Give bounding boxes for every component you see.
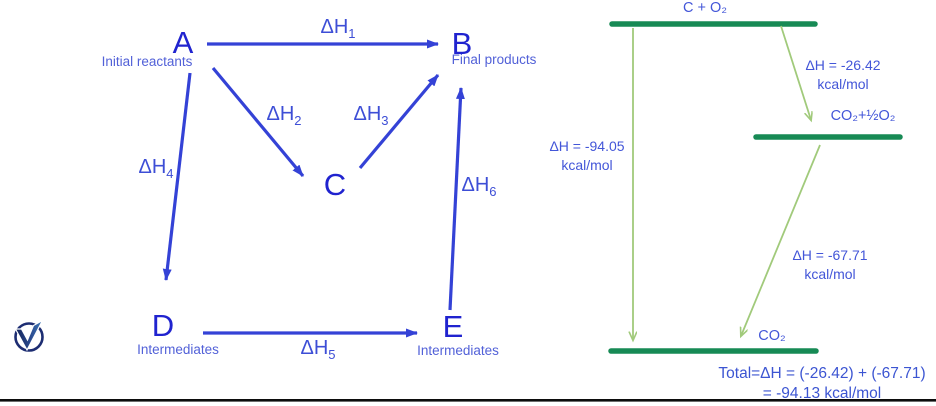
arrow-dh2 [211,66,305,178]
node-c: C [323,167,347,202]
arrow-dh6 [448,87,465,311]
step2-dh-value: ΔH = -67.71 [792,247,868,263]
arrow-step2 [741,144,821,336]
delta-h1-base: ΔH [320,16,349,38]
level-mid-label: CO₂+½O₂ [830,108,896,124]
delta-h6-base: ΔH [461,174,490,196]
delta-h2-label: ΔH2 [266,103,302,128]
node-b-caption: Final products [451,52,537,67]
delta-h5-sub: 5 [328,347,336,362]
delta-h4-base: ΔH [138,156,167,178]
step1-dh-value: ΔH = -26.42 [805,57,881,73]
delta-h4-sub: 4 [166,166,174,181]
node-a: A [172,25,194,60]
step1-dh-label: ΔH = -26.42 kcal/mol [805,56,880,94]
delta-h3-sub: 3 [381,113,389,128]
total-enthalpy-line1: Total=ΔH = (-26.42) + (-67.71) [718,365,926,382]
direct-dh-label: ΔH = -94.05 kcal/mol [549,137,624,175]
arrow-dh4 [162,72,192,281]
delta-h5-base: ΔH [300,337,329,359]
level-top-label: C + O₂ [683,0,727,16]
delta-h6-sub: 6 [489,184,497,199]
brand-logo-icon [14,318,44,352]
delta-h2-sub: 2 [294,113,302,128]
delta-h2-base: ΔH [266,103,295,125]
node-e-caption: Intermediates [417,343,499,358]
direct-dh-value: ΔH = -94.05 [549,138,625,154]
arrow-dh3 [358,73,440,170]
total-enthalpy-line2: = -94.13 kcal/mol [762,385,882,403]
delta-h5-label: ΔH5 [300,337,336,362]
step2-dh-label: ΔH = -67.71 kcal/mol [792,246,867,284]
delta-h3-label: ΔH3 [353,103,389,128]
level-bottom-label: CO₂ [758,328,786,344]
node-d-caption: Intermediates [137,342,219,357]
direct-dh-unit: kcal/mol [561,156,613,173]
node-b: B [451,26,473,61]
step1-dh-unit: kcal/mol [817,75,869,92]
bottom-rule [0,399,936,402]
delta-h1-label: ΔH1 [320,16,356,41]
node-e: E [442,309,464,344]
node-a-caption: Initial reactants [101,54,193,69]
delta-h3-base: ΔH [353,103,382,125]
delta-h4-label: ΔH4 [138,156,174,181]
total-enthalpy-label: Total=ΔH = (-26.42) + (-67.71) = -94.13 … [718,364,925,404]
delta-h6-label: ΔH6 [461,174,497,199]
arrow-step1 [780,25,811,120]
node-d: D [151,308,175,343]
delta-h1-sub: 1 [348,26,356,41]
step2-dh-unit: kcal/mol [804,265,856,282]
